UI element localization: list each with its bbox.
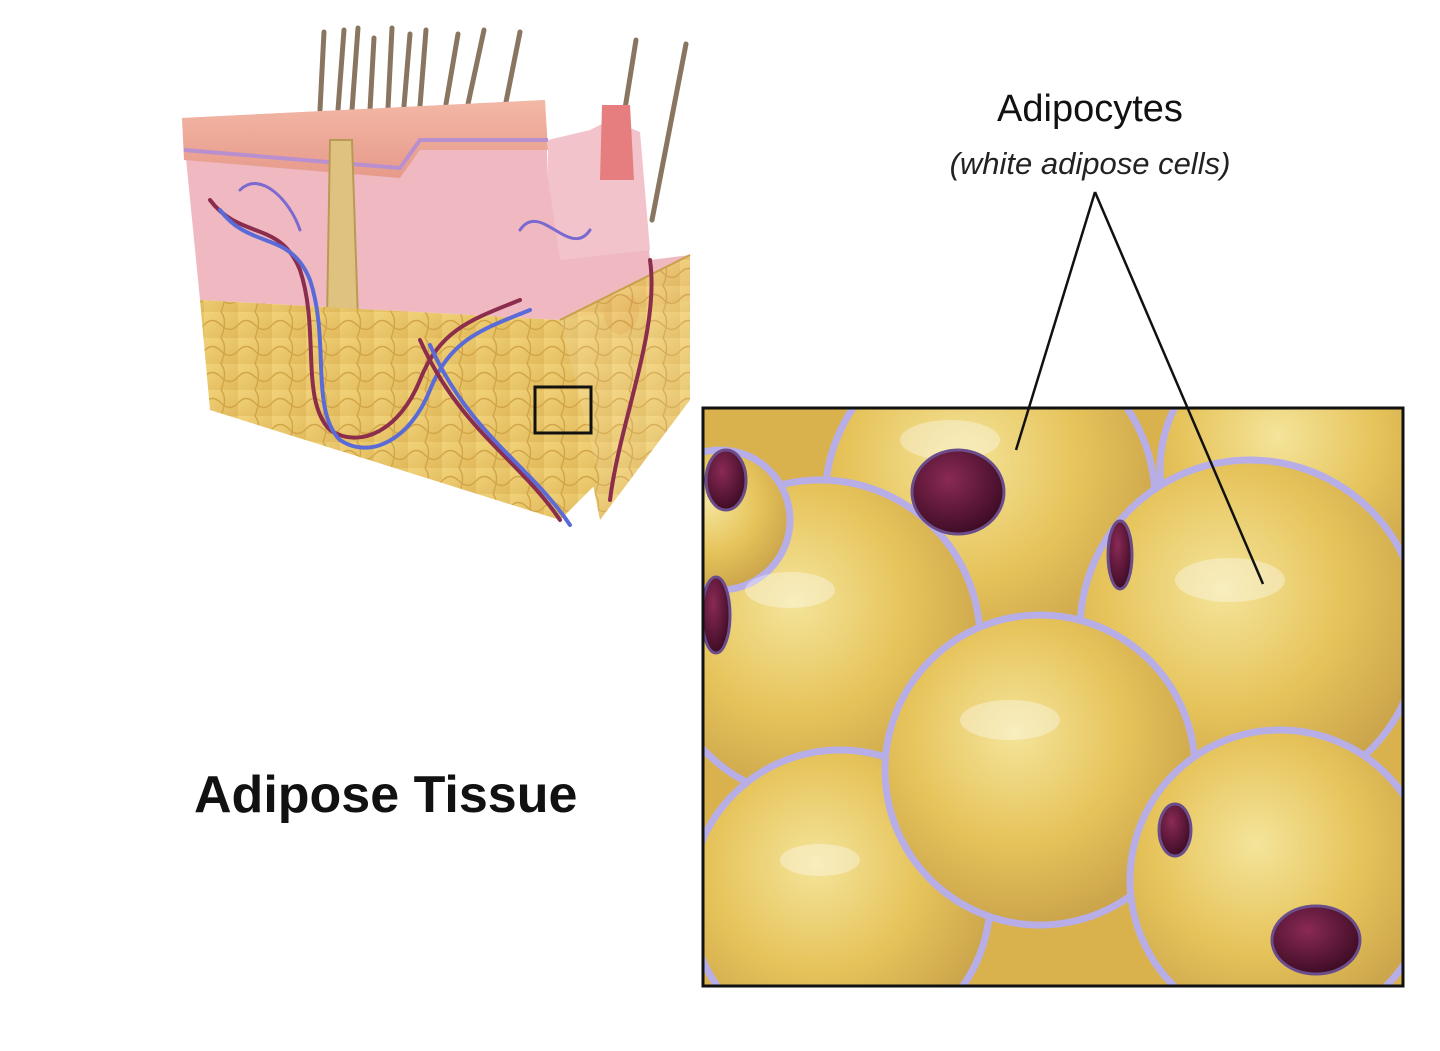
diagram-title: Adipose Tissue xyxy=(194,766,578,824)
magnification-box xyxy=(533,385,593,435)
cell-nuclei xyxy=(703,448,1362,976)
adipocyte-closeup xyxy=(701,406,1405,988)
leader-lines xyxy=(1014,191,1265,585)
adipocyte-cells xyxy=(703,408,1403,986)
skin-cross-section xyxy=(182,25,691,527)
blood-vessels xyxy=(208,182,654,527)
adipocytes-sublabel: (white adipose cells) xyxy=(949,146,1231,181)
adipocytes-label: Adipocytes xyxy=(997,88,1183,130)
